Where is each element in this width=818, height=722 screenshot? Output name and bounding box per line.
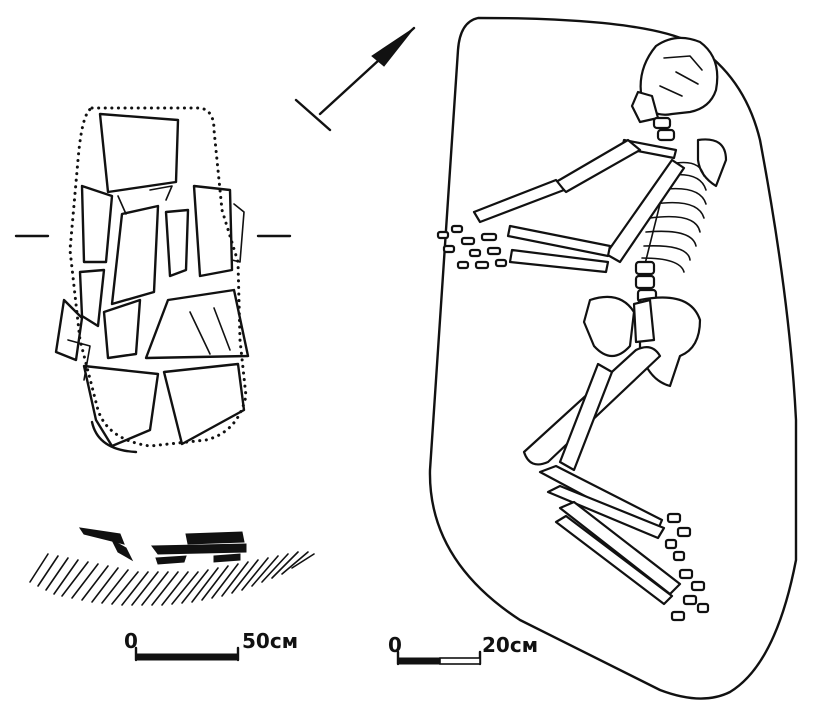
- stone-lower-left: [82, 364, 160, 448]
- pelvis-right: [638, 296, 702, 388]
- pelvis-left: [582, 295, 636, 358]
- ground-hatching: [29, 551, 315, 606]
- fibula-lower: [554, 514, 674, 606]
- femur-right: [558, 362, 614, 472]
- pit-outline: [68, 106, 248, 448]
- section-stone-slab-2: [110, 538, 134, 562]
- scale-end-label-stone-plan: 50см: [242, 629, 298, 653]
- stone-fragment-a: [149, 185, 173, 201]
- sacrum: [632, 298, 656, 344]
- vertebra-c2: [656, 128, 676, 142]
- vertebra-l1: [634, 260, 656, 276]
- north-arrow-icon: [294, 26, 416, 132]
- vertebra-c1: [652, 116, 672, 130]
- stone-mid-right: [144, 288, 250, 360]
- stone-fragment-c: [67, 339, 91, 381]
- scapula: [696, 138, 728, 188]
- scale-end-label-burial: 20см: [482, 633, 538, 657]
- stone-left-upper: [80, 184, 114, 264]
- scale-zero-label-stone-plan: 0: [124, 629, 138, 653]
- burial-pit: [428, 16, 798, 700]
- ulna: [506, 224, 612, 258]
- humerus-right: [604, 158, 686, 264]
- section-stone-slab-4: [185, 531, 245, 545]
- stone-fragment-b: [117, 195, 127, 215]
- stone-right-notch: [231, 203, 245, 263]
- stone-mid-left: [102, 298, 142, 360]
- scale-zero-label-burial: 0: [388, 633, 402, 657]
- stone-cist-plan: [14, 106, 292, 454]
- stone-bottom-edge: [90, 420, 138, 454]
- stone-right-upper: [192, 184, 234, 278]
- ulna-lower: [508, 248, 610, 274]
- stone-lower-right: [162, 362, 246, 446]
- skeleton: [436, 36, 728, 622]
- radius: [472, 178, 566, 224]
- pit-contour: [428, 16, 798, 700]
- vertebra-l2: [634, 274, 656, 290]
- fibula: [546, 484, 666, 540]
- cist-cross-section: [29, 527, 315, 606]
- humerus: [554, 138, 642, 194]
- skull-sutures: [659, 55, 703, 97]
- section-stone-slab-1: [78, 527, 125, 545]
- section-stone-slab-3: [151, 543, 247, 555]
- stone-center-tall: [110, 204, 160, 306]
- stone-center-small: [164, 208, 190, 278]
- section-stone-slab-6: [213, 553, 241, 563]
- foot-bones: [664, 512, 710, 622]
- stone-mid-crack: [189, 307, 231, 355]
- tibia-lower: [558, 500, 682, 596]
- hand-bones: [436, 224, 508, 270]
- scale-bar-stone-plan: 0 50см: [124, 629, 298, 662]
- stone-left-lower: [78, 268, 106, 328]
- scale-bar-burial: 0 20см: [388, 633, 538, 666]
- stone-left-edge: [54, 298, 84, 362]
- stone-top: [98, 112, 180, 194]
- section-stone-slab-5: [155, 555, 187, 565]
- mandible: [630, 90, 660, 124]
